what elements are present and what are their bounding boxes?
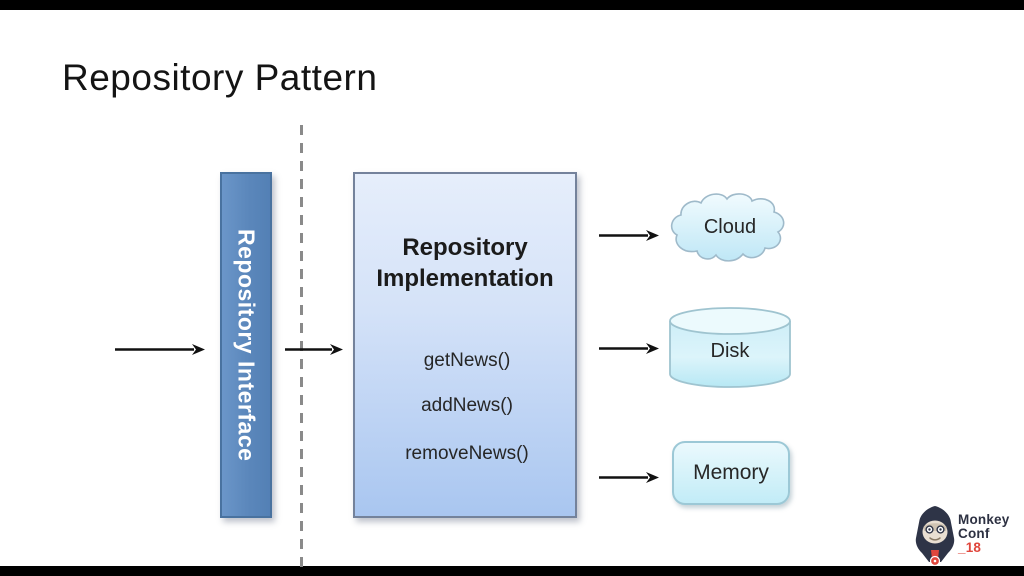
repository-interface-bar: Repository Interface bbox=[220, 172, 272, 518]
letterbox-bottom bbox=[0, 566, 1024, 576]
letterbox-top bbox=[0, 0, 1024, 10]
logo-line-monkey: Monkey bbox=[958, 512, 1010, 527]
memory-label: Memory bbox=[693, 461, 769, 484]
method-add-news: addNews() bbox=[421, 395, 513, 416]
repository-implementation-title: Repository Implementation bbox=[376, 234, 554, 292]
repository-implementation-box: Repository Implementation getNews() addN… bbox=[353, 172, 577, 518]
arrow-to-cloud bbox=[599, 230, 659, 241]
disk-backend: Disk bbox=[668, 306, 792, 390]
cloud-backend: Cloud bbox=[666, 188, 794, 268]
arrow-to-disk bbox=[599, 343, 659, 354]
monkeyconf-logo-text: Monkey Conf _18 bbox=[958, 513, 1009, 555]
monkeyconf-logo: Monkey Conf _18 bbox=[914, 505, 1014, 567]
arrow-to-memory bbox=[599, 472, 659, 483]
method-remove-news: removeNews() bbox=[405, 443, 529, 464]
arrow-interface-to-implementation bbox=[285, 344, 343, 355]
memory-backend: Memory bbox=[672, 441, 790, 505]
repository-interface-label: Repository Interface bbox=[233, 228, 260, 462]
cloud-shape-icon bbox=[670, 193, 785, 262]
logo-line-18: _18 bbox=[958, 540, 982, 555]
arrow-into-interface bbox=[115, 344, 205, 355]
page-title: Repository Pattern bbox=[62, 57, 378, 98]
method-get-news: getNews() bbox=[423, 350, 511, 371]
logo-line-conf: Conf bbox=[958, 526, 990, 541]
monkey-gorilla-icon bbox=[915, 506, 955, 567]
disk-cylinder-icon bbox=[669, 307, 791, 388]
